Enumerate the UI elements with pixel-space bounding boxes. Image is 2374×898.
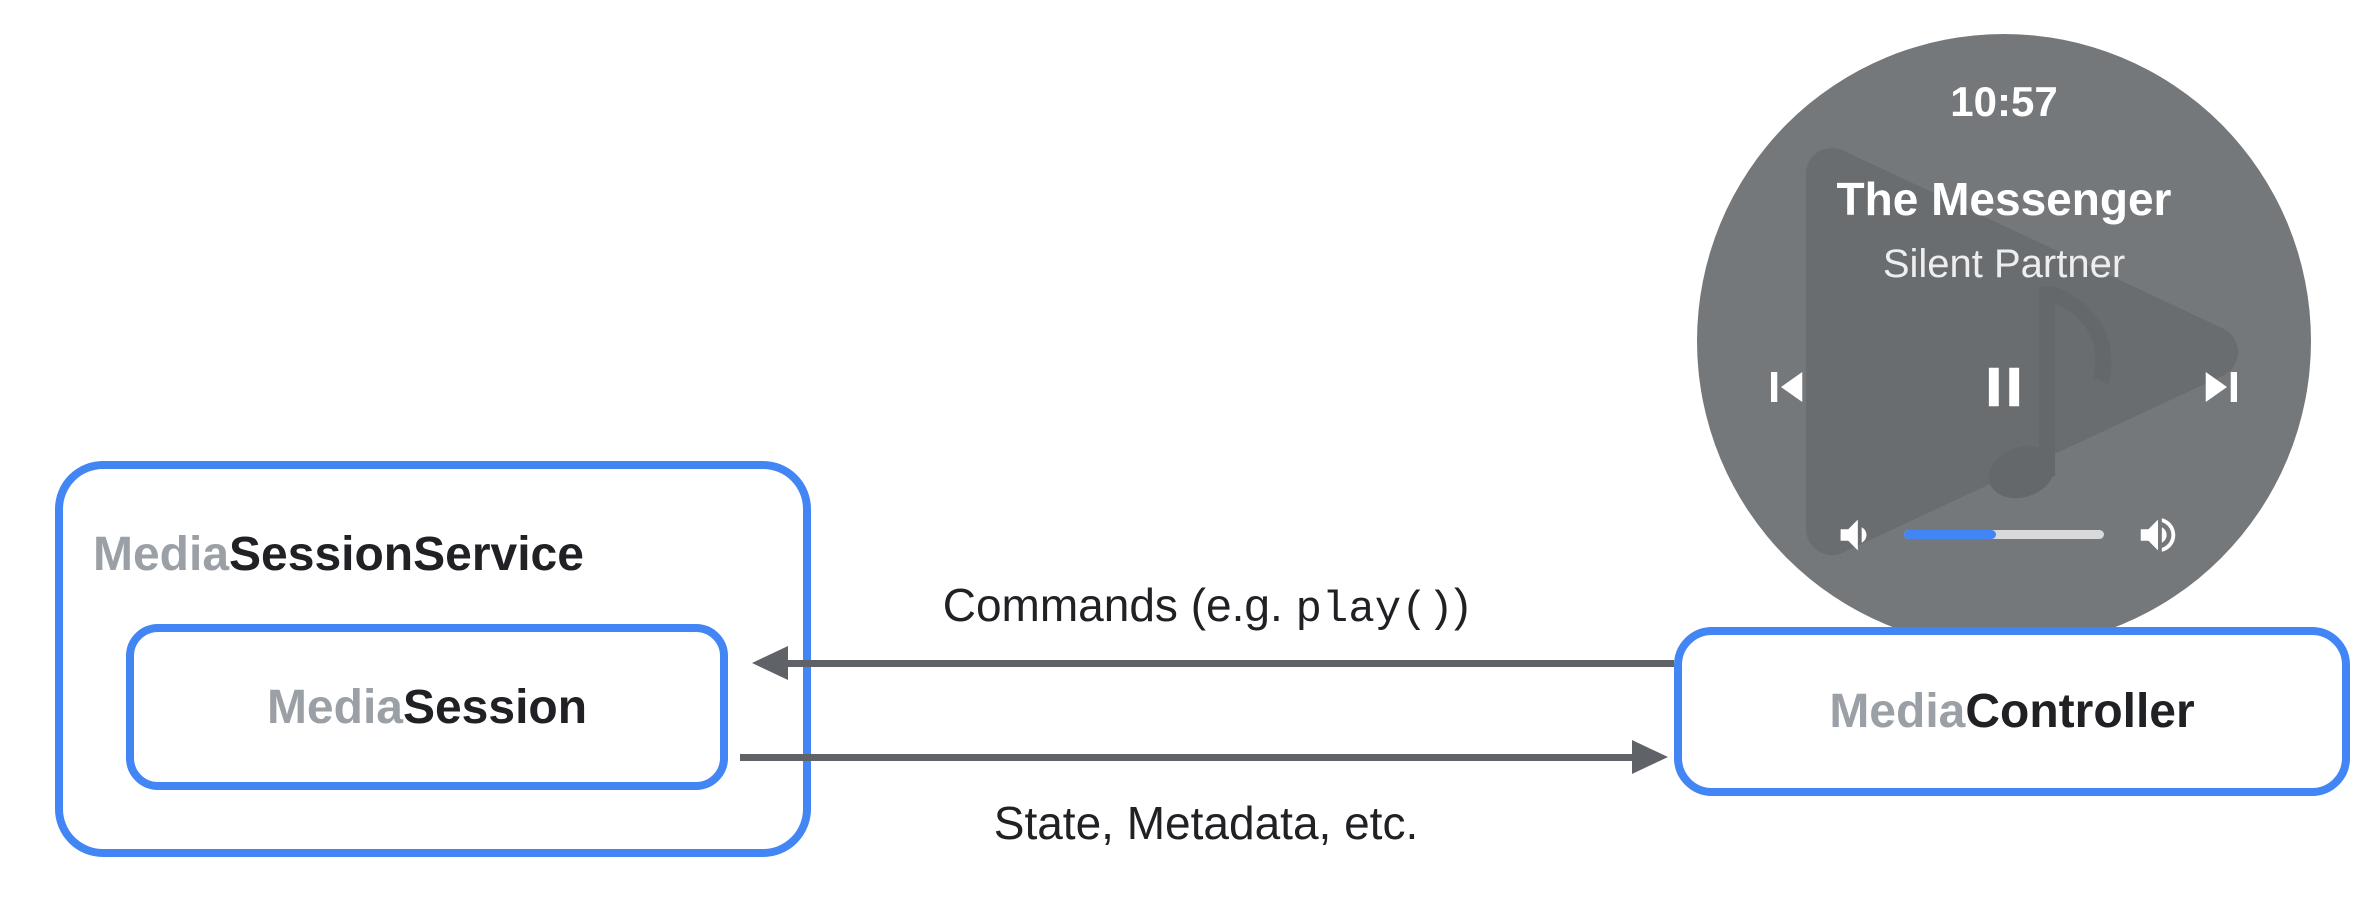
pause-icon (1988, 367, 2020, 407)
commands-label-text: Commands (e.g. (942, 579, 1296, 631)
commands-label-code: play() (1295, 585, 1454, 635)
state-arrow-label: State, Metadata, etc. (993, 797, 1419, 849)
commands-arrowhead (752, 646, 788, 680)
skip-previous-button[interactable] (1756, 357, 1816, 417)
skip-next-button[interactable] (2192, 357, 2252, 417)
state-arrowhead (1632, 740, 1668, 774)
watch-time: 10:57 (1950, 78, 2058, 125)
volume-down-button[interactable] (1831, 512, 1877, 558)
skip-next-icon (2205, 372, 2237, 402)
commands-arrow-label: Commands (e.g. play()) (756, 578, 1656, 635)
volume-slider-fill (1904, 530, 1996, 539)
volume-up-button[interactable] (2135, 512, 2181, 558)
watch-media-player: 10:57 The Messenger Silent Partner (1697, 34, 2311, 648)
service-label-rest: SessionService (229, 528, 584, 581)
state-arrow-line (740, 754, 1635, 761)
commands-arrow-line (782, 660, 1674, 667)
skip-previous-icon (1771, 372, 1803, 402)
pause-button[interactable] (1971, 354, 2037, 420)
media-session-service-label: MediaSessionService (93, 527, 584, 582)
service-label-media: Media (93, 528, 230, 581)
track-title: The Messenger (1836, 173, 2172, 225)
media-session-box: MediaSession (126, 624, 728, 790)
controller-label-media: Media (1829, 685, 1966, 738)
volume-down-icon (1840, 519, 1867, 551)
watch-background-art (1806, 148, 2238, 555)
media-session-label: MediaSession (267, 680, 587, 735)
volume-slider[interactable] (1904, 530, 2104, 539)
media-controller-box: MediaController (1674, 627, 2350, 796)
media-session-service-box: MediaSessionService MediaSession (55, 461, 811, 857)
media-controller-label: MediaController (1829, 684, 2194, 739)
session-label-media: Media (266, 680, 403, 734)
session-label-rest: Session (402, 680, 588, 734)
track-artist: Silent Partner (1882, 242, 2126, 286)
controller-label-rest: Controller (1965, 685, 2195, 738)
music-note-icon (1988, 286, 2112, 499)
play-triangle-icon (1806, 148, 2238, 555)
volume-up-icon (2140, 518, 2176, 552)
commands-label-close: ) (1453, 579, 1470, 631)
